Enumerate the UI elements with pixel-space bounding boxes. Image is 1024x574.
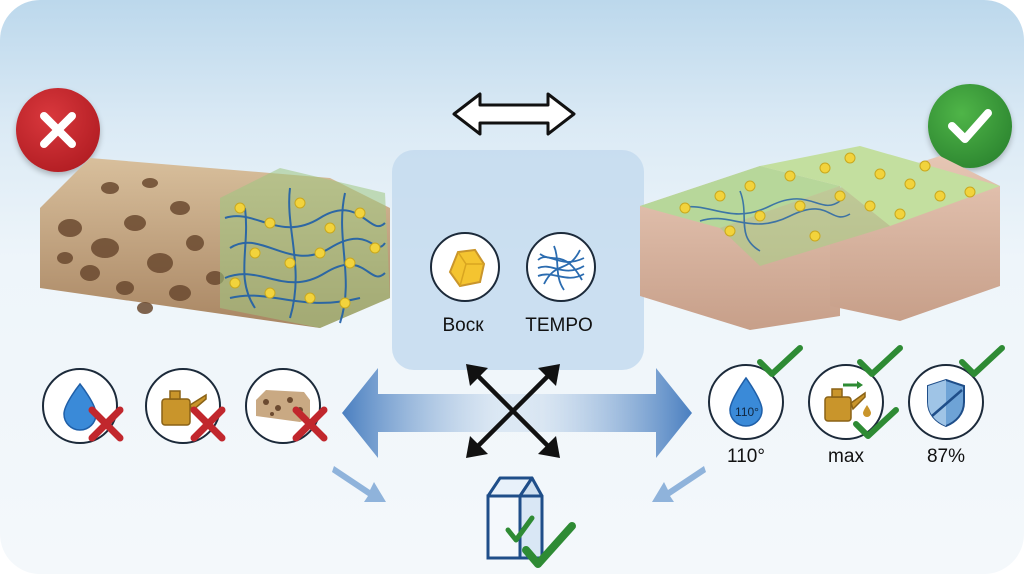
left-arrow-icon — [342, 368, 540, 458]
check-icon — [948, 109, 992, 143]
oil-can-fail — [145, 368, 221, 444]
shield-value: 87% — [926, 446, 966, 467]
check-icon — [959, 345, 1005, 377]
good-badge — [928, 84, 1012, 168]
water-drop-icon — [729, 376, 763, 427]
check-icon — [853, 407, 899, 439]
shield-success — [908, 364, 984, 440]
diagonal-arrow-right-icon — [652, 466, 706, 502]
cross-icon — [88, 406, 124, 442]
wax-icon — [430, 232, 500, 302]
contact-angle-inner: 110° — [735, 405, 759, 419]
oil-value: max — [828, 446, 864, 467]
cross-icon — [40, 112, 76, 148]
tempo-label: TEMPO — [525, 315, 593, 336]
tempo-fiber-icon — [526, 232, 596, 302]
double-arrow-icon — [452, 92, 576, 136]
wax-label: Воск — [442, 315, 484, 336]
milk-carton-icon — [486, 476, 576, 568]
cross-arrows-icon — [466, 364, 560, 458]
contact-angle-value: 110° — [727, 446, 765, 467]
right-arrow-icon — [494, 368, 692, 458]
porous-material-block — [40, 158, 390, 328]
diagonal-arrow-left-icon — [332, 466, 386, 502]
oil-can-icon — [161, 390, 207, 426]
check-icon — [857, 345, 903, 377]
oil-can-icon — [824, 381, 871, 422]
cross-icon — [292, 406, 328, 442]
porous-fail — [245, 368, 321, 444]
shield-icon — [927, 378, 965, 428]
coated-material-block — [640, 146, 1000, 330]
check-icon — [757, 345, 803, 377]
bad-badge — [16, 88, 100, 172]
water-drop-icon — [63, 382, 97, 431]
water-drop-fail — [42, 368, 118, 444]
cross-icon — [190, 406, 226, 442]
